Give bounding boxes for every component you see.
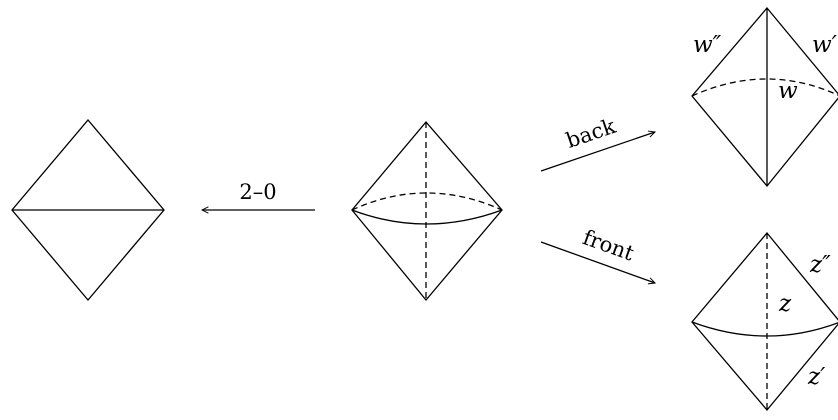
result-square-outline xyxy=(11,118,165,302)
front-label-z-double-prime: z″ xyxy=(809,252,831,278)
back-arrow: back xyxy=(540,114,655,172)
back-label-w-prime: w′ xyxy=(812,32,838,58)
move-arrow: 2–0 xyxy=(202,180,315,210)
back-equator xyxy=(691,78,838,97)
source-front-equator xyxy=(351,209,503,225)
back-arrow-line xyxy=(540,132,655,172)
front-arrow-line xyxy=(540,241,655,283)
front-arrow: front xyxy=(540,225,655,283)
back-label-w: w xyxy=(778,78,798,104)
result-square xyxy=(11,118,165,302)
source-octahedron-outline xyxy=(351,120,503,302)
back-label-w-double-prime: w″ xyxy=(693,32,722,58)
front-octahedron: z″ z z′ xyxy=(691,231,838,412)
source-back-equator xyxy=(351,192,503,211)
front-label-z-prime: z′ xyxy=(807,364,826,390)
back-octahedron: w″ w′ w xyxy=(691,6,838,188)
front-octahedron-outline xyxy=(691,231,838,412)
front-equator xyxy=(691,321,838,337)
source-octahedron xyxy=(351,120,503,302)
front-label-z: z xyxy=(778,291,792,317)
move-arrow-label: 2–0 xyxy=(239,180,276,204)
